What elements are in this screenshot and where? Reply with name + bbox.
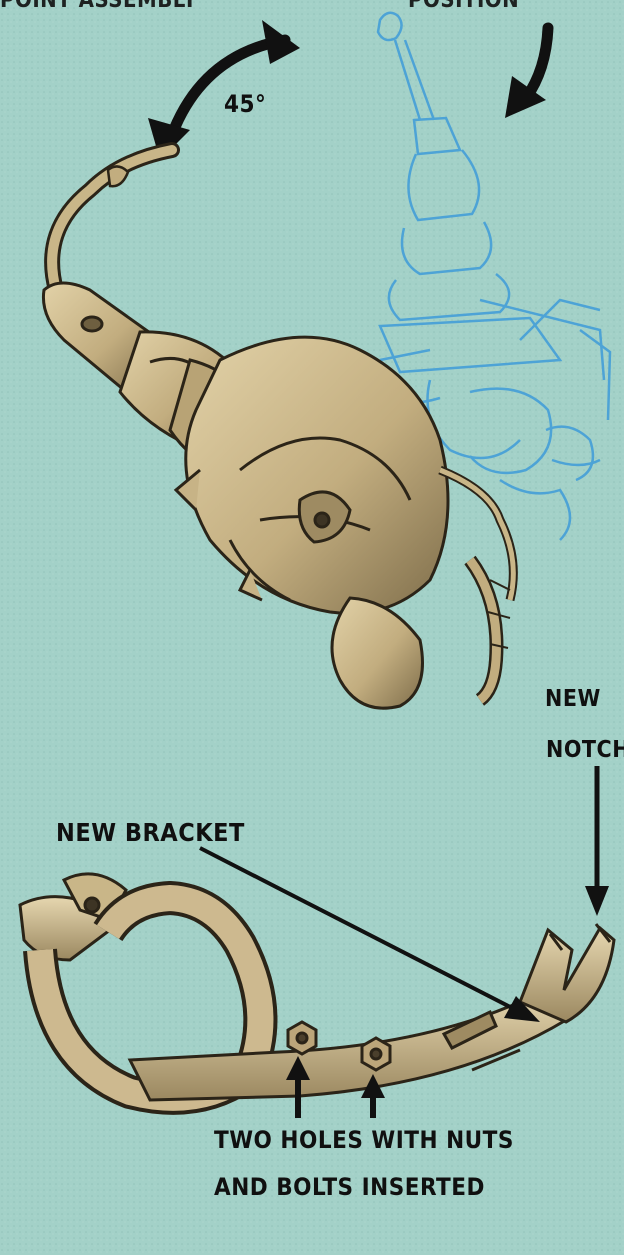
rotation-angle-label: 45° — [224, 90, 266, 118]
top-right-caption: POSITION — [408, 0, 519, 13]
new-notch-label-line1: NEW — [545, 686, 601, 712]
bolt-right — [362, 1038, 390, 1070]
new-bracket-label: NEW BRACKET — [56, 818, 245, 847]
bolt-left — [288, 1022, 316, 1054]
holes-caption-line2: AND BOLTS INSERTED — [214, 1173, 485, 1201]
new-notch-label-line2: NOTCH — [546, 737, 624, 763]
holes-caption-line1: TWO HOLES WITH NUTS — [214, 1126, 514, 1154]
top-left-caption: POINT ASSEMBLY — [0, 0, 197, 13]
